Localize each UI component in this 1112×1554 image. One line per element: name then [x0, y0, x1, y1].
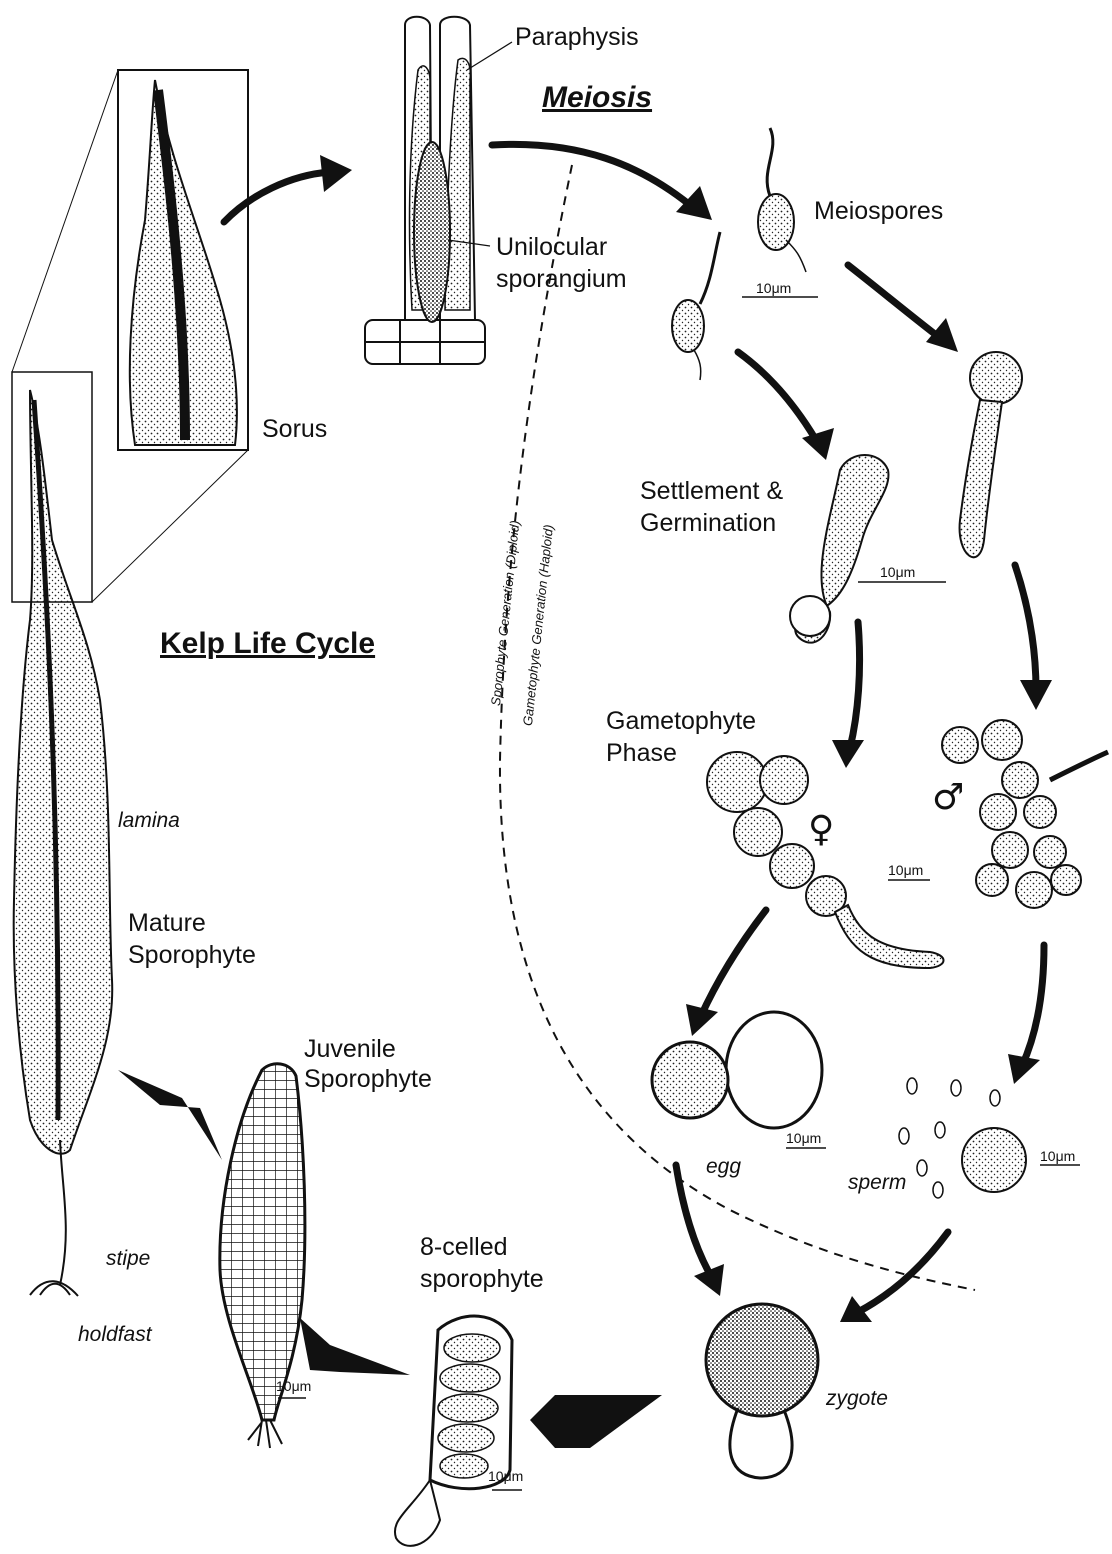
egg-illustration: [652, 1012, 826, 1148]
eight-celled-label-line1: 8-celled: [420, 1232, 508, 1263]
arrow-male-to-sperm: [1022, 945, 1044, 1066]
meiospores-label: Meiospores: [814, 196, 943, 227]
gametophyte-label-line2: Phase: [606, 738, 677, 769]
arrow-germling-to-female: [850, 622, 860, 748]
male-symbol: ♂: [932, 780, 964, 816]
germination-illustration: [790, 352, 1022, 643]
egg-label: egg: [706, 1154, 741, 1180]
mature-label-line1: Mature: [128, 908, 206, 939]
holdfast-label: holdfast: [78, 1322, 152, 1348]
zygote-illustration: [706, 1304, 818, 1478]
settlement-label-line1: Settlement &: [640, 476, 783, 507]
eight-celled-label-line2: sporophyte: [420, 1264, 544, 1295]
scale-bar-gametophyte: 10μm: [888, 862, 923, 878]
eight-celled-sporophyte-illustration: [395, 1316, 522, 1546]
arrow-female-to-egg: [700, 910, 766, 1018]
male-gametophyte-illustration: [942, 720, 1108, 908]
scale-bar-eight-celled: 10μm: [488, 1468, 523, 1484]
female-gametophyte-illustration: [707, 752, 944, 968]
scale-bar-juvenile: 10μm: [276, 1378, 311, 1394]
zygote-label: zygote: [826, 1386, 888, 1412]
unilocular-label-line2: sporangium: [496, 264, 627, 295]
sporangium-illustration: [365, 17, 512, 364]
sorus-label: Sorus: [262, 414, 327, 445]
meiospores-illustration: [672, 128, 818, 380]
paraphysis-label: Paraphysis: [515, 22, 639, 53]
unilocular-label-line1: Unilocular: [496, 232, 607, 263]
gametophyte-label-line1: Gametophyte: [606, 706, 756, 737]
meiosis-label: Meiosis: [542, 82, 652, 113]
settlement-label-line2: Germination: [640, 508, 776, 539]
diagram-title: Kelp Life Cycle: [160, 628, 375, 659]
arrow-germling-to-male: [1015, 565, 1036, 690]
juvenile-label-line2: Sporophyte: [304, 1064, 432, 1095]
scale-bar-egg: 10μm: [786, 1130, 821, 1146]
lamina-label: lamina: [118, 808, 180, 834]
arrow-meiospore-to-germling: [738, 352, 816, 440]
sperm-label: sperm: [848, 1170, 906, 1196]
arrow-sperm-to-zygote: [858, 1232, 948, 1312]
scale-bar-meiospores: 10μm: [756, 280, 791, 296]
mature-label-line2: Sporophyte: [128, 940, 256, 971]
juvenile-label-line1: Juvenile: [304, 1034, 396, 1065]
stipe-label: stipe: [106, 1246, 150, 1272]
sperm-illustration: [899, 1078, 1080, 1198]
arrow-egg-to-zygote: [676, 1165, 712, 1278]
female-symbol: ♀: [808, 812, 834, 848]
arrow-sporangium-to-meiospores: [492, 144, 690, 205]
arrow-meiospore-to-germling-right: [848, 265, 940, 338]
sorus-inset: [118, 70, 248, 450]
scale-bar-sperm: 10μm: [1040, 1148, 1075, 1164]
scale-bar-germination: 10μm: [880, 564, 915, 580]
